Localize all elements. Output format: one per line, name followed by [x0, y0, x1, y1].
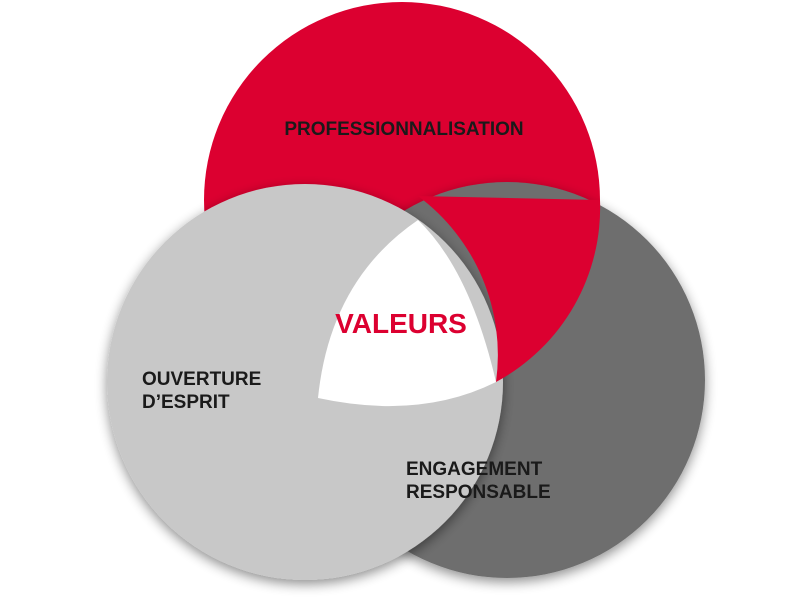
label-ouverture-line1: OUVERTURE	[142, 369, 261, 390]
label-engagement-line2: RESPONSABLE	[406, 482, 551, 503]
center-region	[318, 220, 496, 407]
circle-professionnalisation-overlap	[418, 196, 601, 382]
label-engagement-line1: ENGAGEMENT	[406, 459, 543, 480]
label-professionnalisation: PROFESSIONNALISATION	[284, 119, 523, 140]
center-label-valeurs: VALEURS	[335, 308, 467, 339]
label-ouverture-line2: D’ESPRIT	[142, 392, 230, 413]
